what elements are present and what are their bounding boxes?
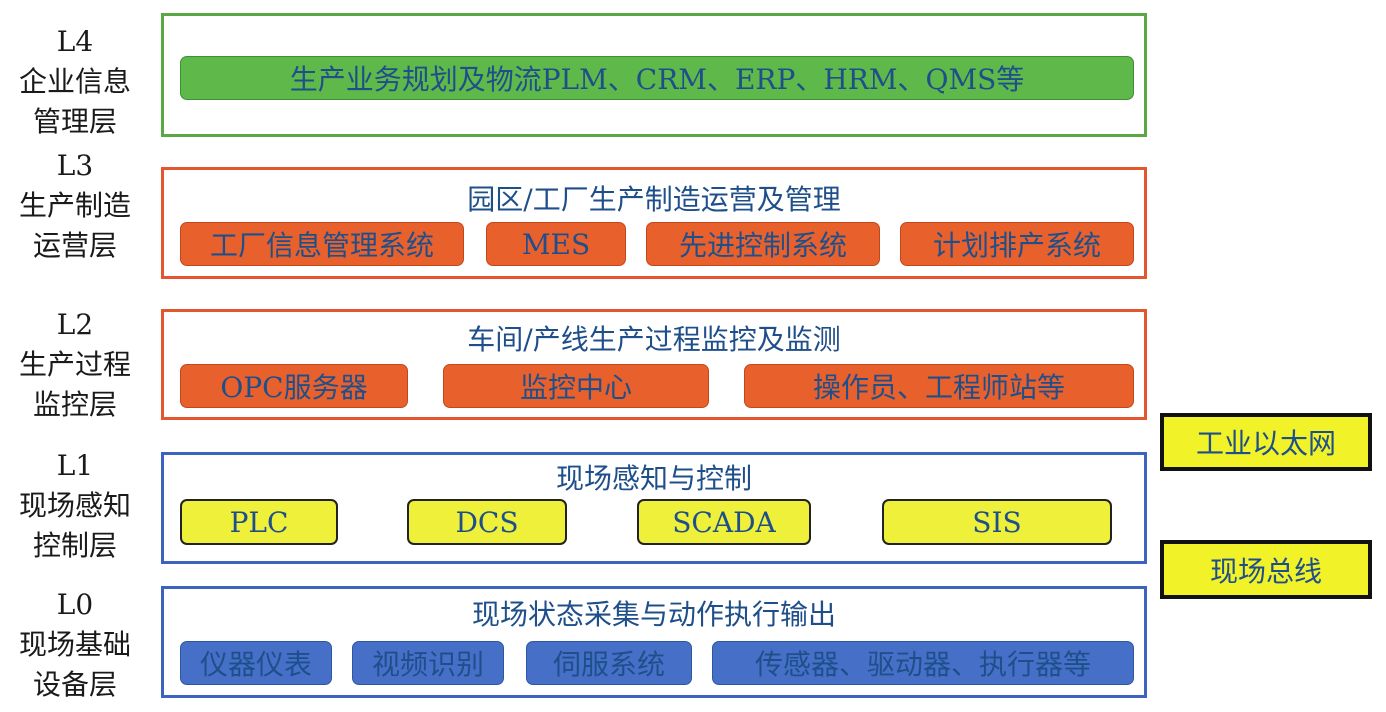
module-label: DCS xyxy=(455,505,519,539)
layer-label-l3: L3 生产制造 运营层 xyxy=(0,146,150,266)
module-label: 监控中心 xyxy=(519,371,632,404)
layer-title-l0: 现场状态采集与动作执行输出 xyxy=(471,598,836,631)
layer-label-l4: L4 企业信息 管理层 xyxy=(0,22,150,142)
module-servo-system: 伺服系统 xyxy=(526,641,692,685)
module-label: MES xyxy=(521,227,591,261)
layer-name-line1: 现场基础 xyxy=(18,628,131,661)
layer-label-l1: L1 现场感知 控制层 xyxy=(0,446,150,566)
layer-box-l0: 现场状态采集与动作执行输出 仪器仪表 视频识别 伺服系统 传感器、驱动器、执行器… xyxy=(161,586,1147,698)
layer-name-line2: 控制层 xyxy=(32,529,117,562)
module-label: 仪器仪表 xyxy=(199,648,312,681)
layer-code: L4 xyxy=(56,25,94,58)
module-label: 传感器、驱动器、执行器等 xyxy=(754,648,1091,681)
layer-name-line1: 生产制造 xyxy=(18,189,131,222)
module-video-recognition: 视频识别 xyxy=(352,641,504,685)
module-monitoring-center: 监控中心 xyxy=(443,364,709,408)
layer-label-l0: L0 现场基础 设备层 xyxy=(0,585,150,705)
network-fieldbus: 现场总线 xyxy=(1160,540,1372,599)
module-mes: MES xyxy=(486,222,626,266)
module-label: 生产业务规划及物流PLM、CRM、ERP、HRM、QMS等 xyxy=(289,63,1025,96)
layer-name-line2: 管理层 xyxy=(32,105,117,138)
module-label: SIS xyxy=(972,505,1022,539)
layer-code: L0 xyxy=(56,588,94,621)
layer-name-line1: 企业信息 xyxy=(18,65,131,98)
module-advanced-control: 先进控制系统 xyxy=(646,222,880,266)
network-label: 工业以太网 xyxy=(1195,427,1336,460)
layer-name-line1: 现场感知 xyxy=(18,489,131,522)
layer-box-l4: 生产业务规划及物流PLM、CRM、ERP、HRM、QMS等 xyxy=(161,13,1147,137)
module-label: 伺服系统 xyxy=(552,648,665,681)
module-instruments: 仪器仪表 xyxy=(180,641,332,685)
layer-name-line2: 监控层 xyxy=(32,388,117,421)
network-label: 现场总线 xyxy=(1209,554,1322,588)
module-sensors-actuators: 传感器、驱动器、执行器等 xyxy=(712,641,1134,685)
module-label: 视频识别 xyxy=(371,648,484,681)
layer-name-line1: 生产过程 xyxy=(18,348,131,381)
module-sis: SIS xyxy=(882,499,1112,545)
module-label: OPC服务器 xyxy=(220,371,368,404)
layer-box-l3: 园区/工厂生产制造运营及管理 工厂信息管理系统 MES 先进控制系统 计划排产系… xyxy=(161,167,1147,279)
layer-title-l1: 现场感知与控制 xyxy=(555,462,752,495)
module-opc-server: OPC服务器 xyxy=(180,364,408,408)
layer-name-line2: 设备层 xyxy=(32,668,117,701)
layer-box-l2: 车间/产线生产过程监控及监测 OPC服务器 监控中心 操作员、工程师站等 xyxy=(161,309,1147,420)
module-operator-stations: 操作员、工程师站等 xyxy=(744,364,1134,408)
module-scada: SCADA xyxy=(637,499,811,545)
module-label: PLC xyxy=(229,505,289,539)
layer-code: L3 xyxy=(56,149,94,182)
module-dcs: DCS xyxy=(407,499,567,545)
layer-title-l3: 园区/工厂生产制造运营及管理 xyxy=(467,183,841,216)
module-production-scheduling: 计划排产系统 xyxy=(900,222,1134,266)
module-label: 操作员、工程师站等 xyxy=(812,371,1065,404)
network-industrial-ethernet: 工业以太网 xyxy=(1160,413,1372,471)
layer-title-l2: 车间/产线生产过程监控及监测 xyxy=(467,323,841,356)
module-label: 先进控制系统 xyxy=(678,229,847,262)
module-label: 计划排产系统 xyxy=(932,229,1101,262)
layer-box-l1: 现场感知与控制 PLC DCS SCADA SIS xyxy=(161,452,1147,564)
layer-code: L1 xyxy=(56,449,94,482)
module-label: 工厂信息管理系统 xyxy=(209,229,434,262)
module-factory-info-system: 工厂信息管理系统 xyxy=(180,222,464,266)
layer-code: L2 xyxy=(56,308,94,341)
module-plc: PLC xyxy=(180,499,338,545)
module-label: SCADA xyxy=(672,505,776,539)
layer-name-line2: 运营层 xyxy=(32,229,117,262)
module-enterprise-systems: 生产业务规划及物流PLM、CRM、ERP、HRM、QMS等 xyxy=(180,56,1134,100)
layer-label-l2: L2 生产过程 监控层 xyxy=(0,305,150,425)
